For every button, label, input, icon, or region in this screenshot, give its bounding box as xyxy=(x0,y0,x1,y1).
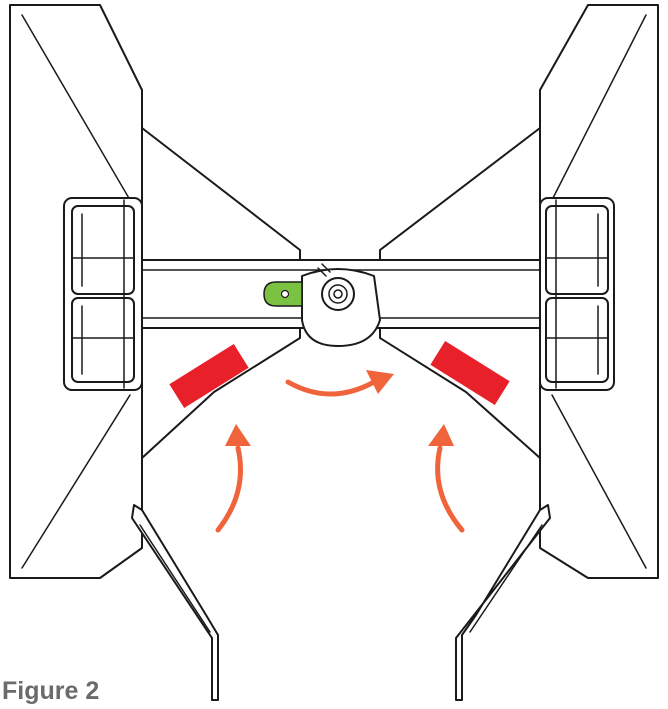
center-hub xyxy=(301,263,381,347)
curved-arrow-icon xyxy=(215,370,465,533)
red-marker-right xyxy=(430,340,510,406)
left-leg xyxy=(131,504,219,701)
left-side-assembly xyxy=(9,4,301,701)
right-bracket xyxy=(539,197,615,391)
red-marker-left xyxy=(169,343,249,409)
red-marker-icon xyxy=(169,340,510,409)
green-tab-icon xyxy=(263,281,303,307)
figure-caption: Figure 2 xyxy=(2,677,100,705)
right-leg xyxy=(455,504,551,701)
left-bracket xyxy=(63,197,143,391)
bolt-icon xyxy=(321,277,355,311)
right-side-assembly xyxy=(379,4,659,701)
